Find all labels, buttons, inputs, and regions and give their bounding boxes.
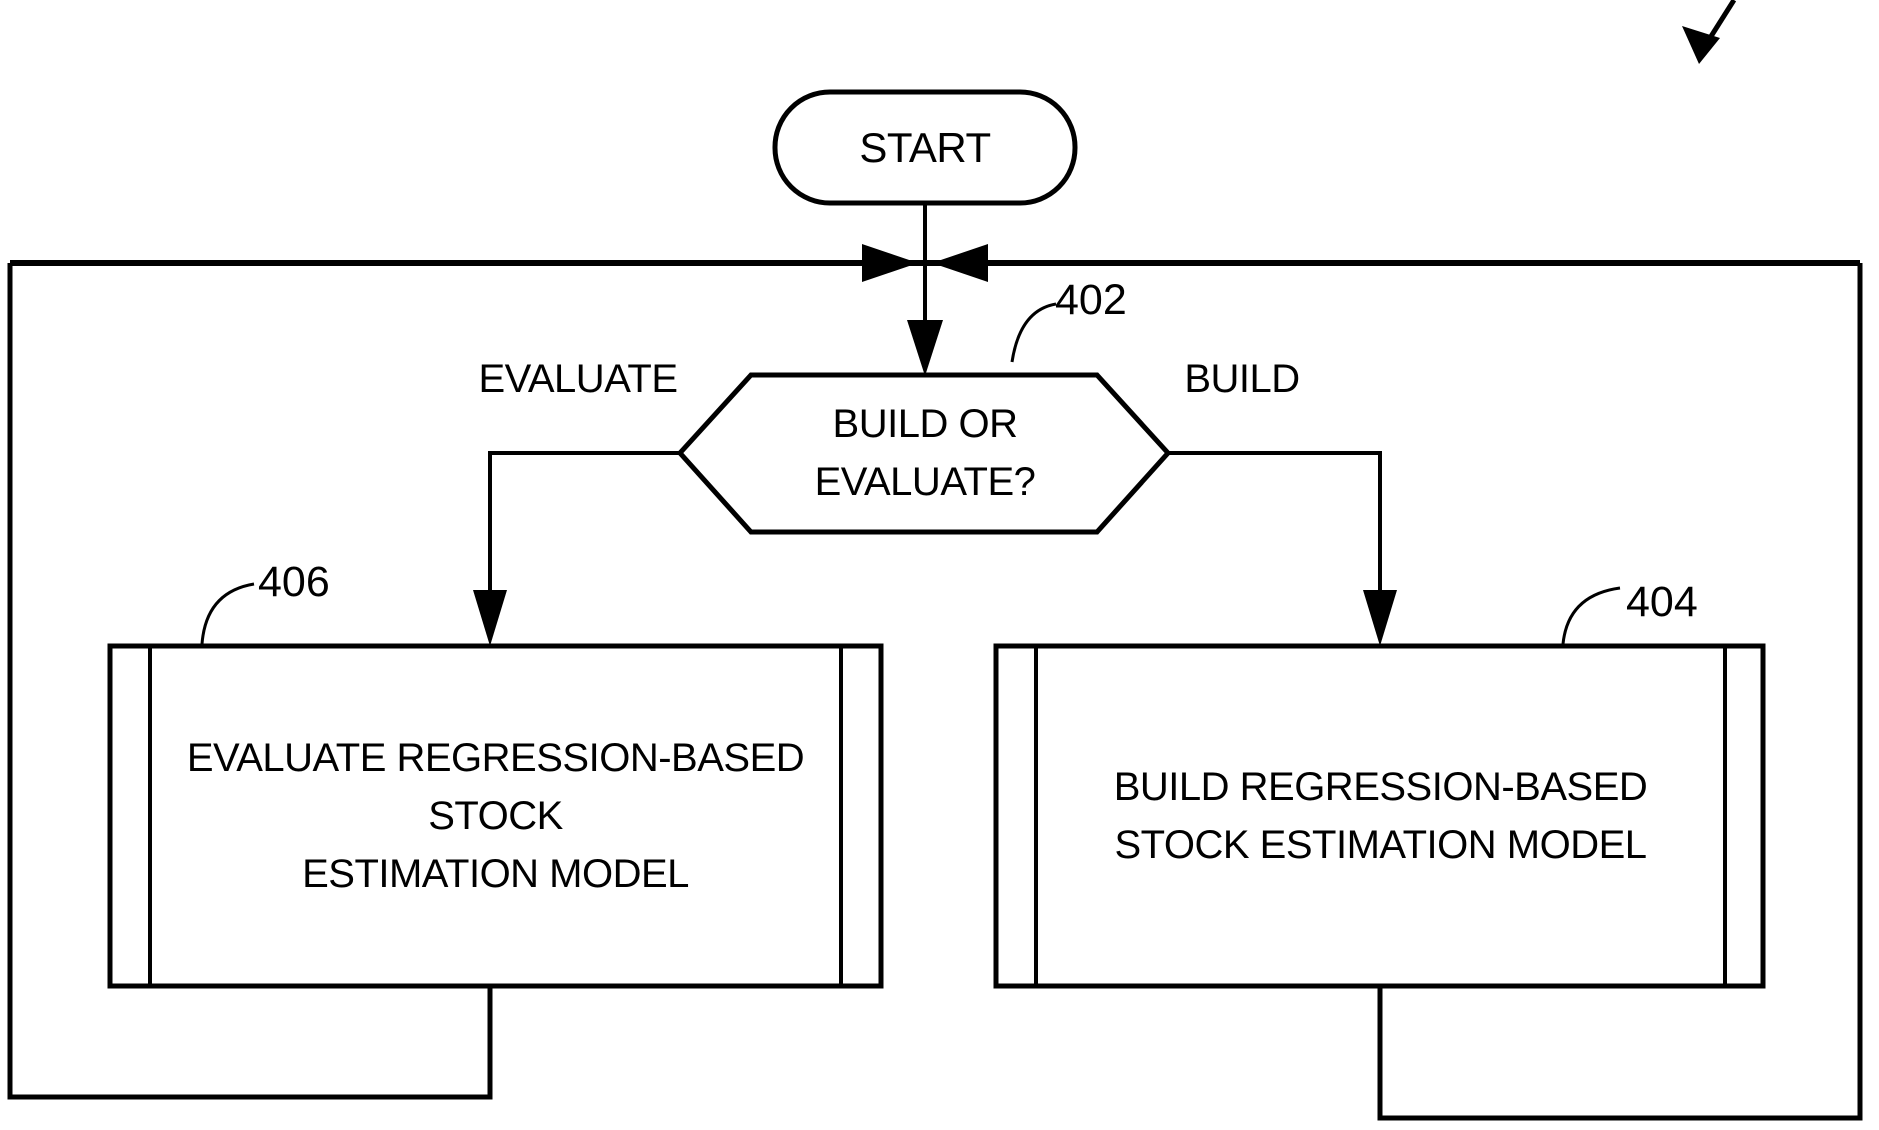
decision-label-line2: EVALUATE?: [814, 460, 1036, 504]
evaluate-box-line1: EVALUATE REGRESSION-BASED: [186, 736, 805, 780]
decision-node-label: BUILD OR EVALUATE?: [700, 395, 1150, 511]
build-box-line1: BUILD REGRESSION-BASED: [1113, 765, 1648, 809]
build-box-label: BUILD REGRESSION-BASED STOCK ESTIMATION …: [1036, 646, 1725, 986]
edge-evaluate-branch: [488, 451, 680, 595]
arrowhead-into-evaluate-box-icon: [473, 590, 507, 646]
build-box-shape: [993, 643, 1766, 989]
ref-numeral-404: 404: [1626, 578, 1698, 626]
merge-arrowhead-left-icon: [862, 244, 918, 282]
loop-return-right: [1377, 263, 1863, 1121]
arrowhead-into-decision-icon: [907, 320, 943, 376]
figure-pointer-arrowhead-icon: [1682, 26, 1720, 64]
build-box-line2: STOCK ESTIMATION MODEL: [1114, 823, 1647, 867]
branch-label-build: BUILD: [1184, 357, 1300, 401]
evaluate-box-line2: STOCK: [428, 794, 563, 838]
loop-return-left: [7, 263, 493, 1100]
evaluate-box-line3: ESTIMATION MODEL: [302, 852, 689, 896]
arrowhead-into-build-box-icon: [1363, 590, 1397, 646]
merge-arrowhead-right-icon: [932, 244, 988, 282]
leader-404: [1561, 586, 1621, 645]
figure-pointer-line: [1707, 0, 1737, 40]
leader-402: [1010, 302, 1057, 363]
ref-numeral-402: 402: [1055, 276, 1127, 324]
evaluate-box-label: EVALUATE REGRESSION-BASED STOCK ESTIMATI…: [150, 646, 841, 986]
decision-label-line1: BUILD OR: [832, 402, 1018, 446]
evaluate-box-shape: [107, 643, 884, 989]
ref-numeral-406: 406: [258, 558, 330, 606]
leader-406: [200, 582, 255, 645]
edge-build-branch: [1168, 451, 1382, 595]
branch-label-evaluate: EVALUATE: [478, 357, 678, 401]
start-node-label: START: [859, 123, 991, 171]
